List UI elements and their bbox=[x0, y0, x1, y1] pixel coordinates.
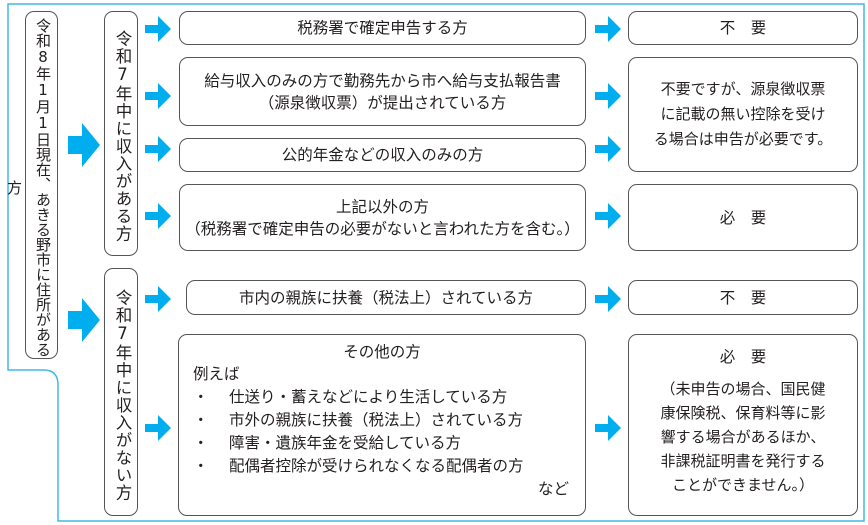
list-item: ・ 配偶者控除が受けられなくなる配偶者の方 bbox=[193, 455, 524, 478]
arrow-right-icon bbox=[595, 136, 621, 162]
group-income-label: 令和7年中に収入がある方 bbox=[113, 30, 132, 243]
case-title: その他の方 bbox=[343, 343, 421, 361]
result-required-note: 必 要 （未申告の場合、国民健 康保険税、保育料等に影 響する場合があるほか、 … bbox=[628, 334, 858, 516]
case-text: 税務署で確定申告する方 bbox=[297, 19, 468, 37]
case-tax-office: 税務署で確定申告する方 bbox=[179, 11, 586, 45]
group-income-box: 令和7年中に収入がある方 bbox=[104, 11, 138, 256]
arrow-right-icon bbox=[595, 203, 621, 229]
result-text: る場合は申告が必要です。 bbox=[653, 130, 833, 148]
group-no-income-label: 令和7年中に収入がない方 bbox=[113, 288, 132, 502]
arrow-right-icon bbox=[145, 203, 171, 229]
result-not-required: 不 要 bbox=[628, 280, 858, 315]
result-required: 必 要 bbox=[628, 184, 858, 251]
result-not-required-conditional: 不要ですが、源泉徴収票に記載の無い控除を受ける場合は申告が必要です。 bbox=[628, 57, 858, 172]
result-text: 不 要 bbox=[719, 288, 767, 307]
result-text: 必 要 bbox=[719, 348, 767, 366]
case-others: その他の方 例えば ・仕送り・蓄えなどにより生活している方 ・市外の親族に扶養（… bbox=[178, 334, 586, 516]
list-item-text: 障害・遺族年金を受給している方 bbox=[229, 434, 462, 452]
group-no-income-box: 令和7年中に収入がない方 bbox=[104, 268, 138, 516]
case-text: （源泉徴収票）が提出されている方 bbox=[258, 93, 507, 112]
case-other-income: 上記以外の方 （税務署で確定申告の必要がないと言われた方を含む。） bbox=[179, 184, 586, 251]
case-text: 公的年金などの収入のみの方 bbox=[281, 146, 484, 164]
arrow-right-icon bbox=[595, 16, 621, 42]
list-item: ・ 仕送り・蓄えなどにより生活している方 bbox=[193, 386, 507, 409]
bullet: ・ bbox=[193, 457, 209, 475]
result-not-required: 不 要 bbox=[628, 11, 858, 45]
list-item-text: 配偶者控除が受けられなくなる配偶者の方 bbox=[229, 457, 524, 475]
result-text: 響する場合があるほか、 bbox=[660, 428, 826, 446]
case-text: 給与収入のみの方で勤務先から市へ給与支払報告書 bbox=[204, 71, 561, 90]
case-text: （税務署で確定申告の必要がないと言われた方を含む。） bbox=[185, 219, 580, 238]
result-text: 必 要 bbox=[719, 208, 767, 227]
result-text: 不要ですが、源泉徴収票 bbox=[660, 80, 826, 98]
result-text: ことができません。） bbox=[671, 476, 815, 494]
result-text: 非課税証明書を発行する bbox=[660, 452, 826, 470]
bullet: ・ bbox=[193, 411, 209, 429]
arrow-right-icon bbox=[68, 298, 100, 342]
list-item: ・ 市外の親族に扶養（税法上）されている方 bbox=[193, 409, 523, 432]
arrow-right-icon bbox=[145, 136, 171, 162]
arrow-right-icon bbox=[145, 415, 171, 441]
case-suffix: など bbox=[537, 480, 569, 498]
case-dependent-in-city: 市内の親族に扶養（税法上）されている方 bbox=[186, 280, 586, 315]
result-text: 不 要 bbox=[719, 19, 767, 37]
bullet: ・ bbox=[193, 388, 209, 406]
result-text: （未申告の場合、国民健 bbox=[660, 380, 826, 398]
arrow-right-icon bbox=[595, 286, 621, 312]
case-salary-only: 給与収入のみの方で勤務先から市へ給与支払報告書 （源泉徴収票）が提出されている方 bbox=[179, 57, 586, 126]
root-label: 令和8年1月1日現在、あきる野市に住所がある方 bbox=[5, 17, 52, 357]
list-item-text: 仕送り・蓄えなどにより生活している方 bbox=[229, 388, 508, 406]
result-text: に記載の無い控除を受け bbox=[660, 105, 826, 123]
case-text: 上記以外の方 bbox=[335, 197, 429, 216]
arrow-right-icon bbox=[145, 286, 171, 312]
arrow-right-icon bbox=[595, 415, 621, 441]
result-text: 康保険税、保育料等に影 bbox=[660, 404, 826, 422]
arrow-right-icon bbox=[595, 83, 621, 109]
list-item: ・ 障害・遺族年金を受給している方 bbox=[193, 432, 461, 455]
case-text: 市内の親族に扶養（税法上）されている方 bbox=[238, 288, 534, 307]
arrow-right-icon bbox=[145, 16, 171, 42]
list-item-text: 市外の親族に扶養（税法上）されている方 bbox=[229, 411, 524, 429]
case-pension-only: 公的年金などの収入のみの方 bbox=[179, 138, 586, 172]
root-condition-box: 令和8年1月1日現在、あきる野市に住所がある方 bbox=[5, 11, 58, 359]
arrow-right-icon bbox=[145, 83, 171, 109]
arrow-right-icon bbox=[68, 123, 100, 167]
case-intro: 例えば bbox=[193, 365, 240, 383]
bullet: ・ bbox=[193, 434, 209, 452]
